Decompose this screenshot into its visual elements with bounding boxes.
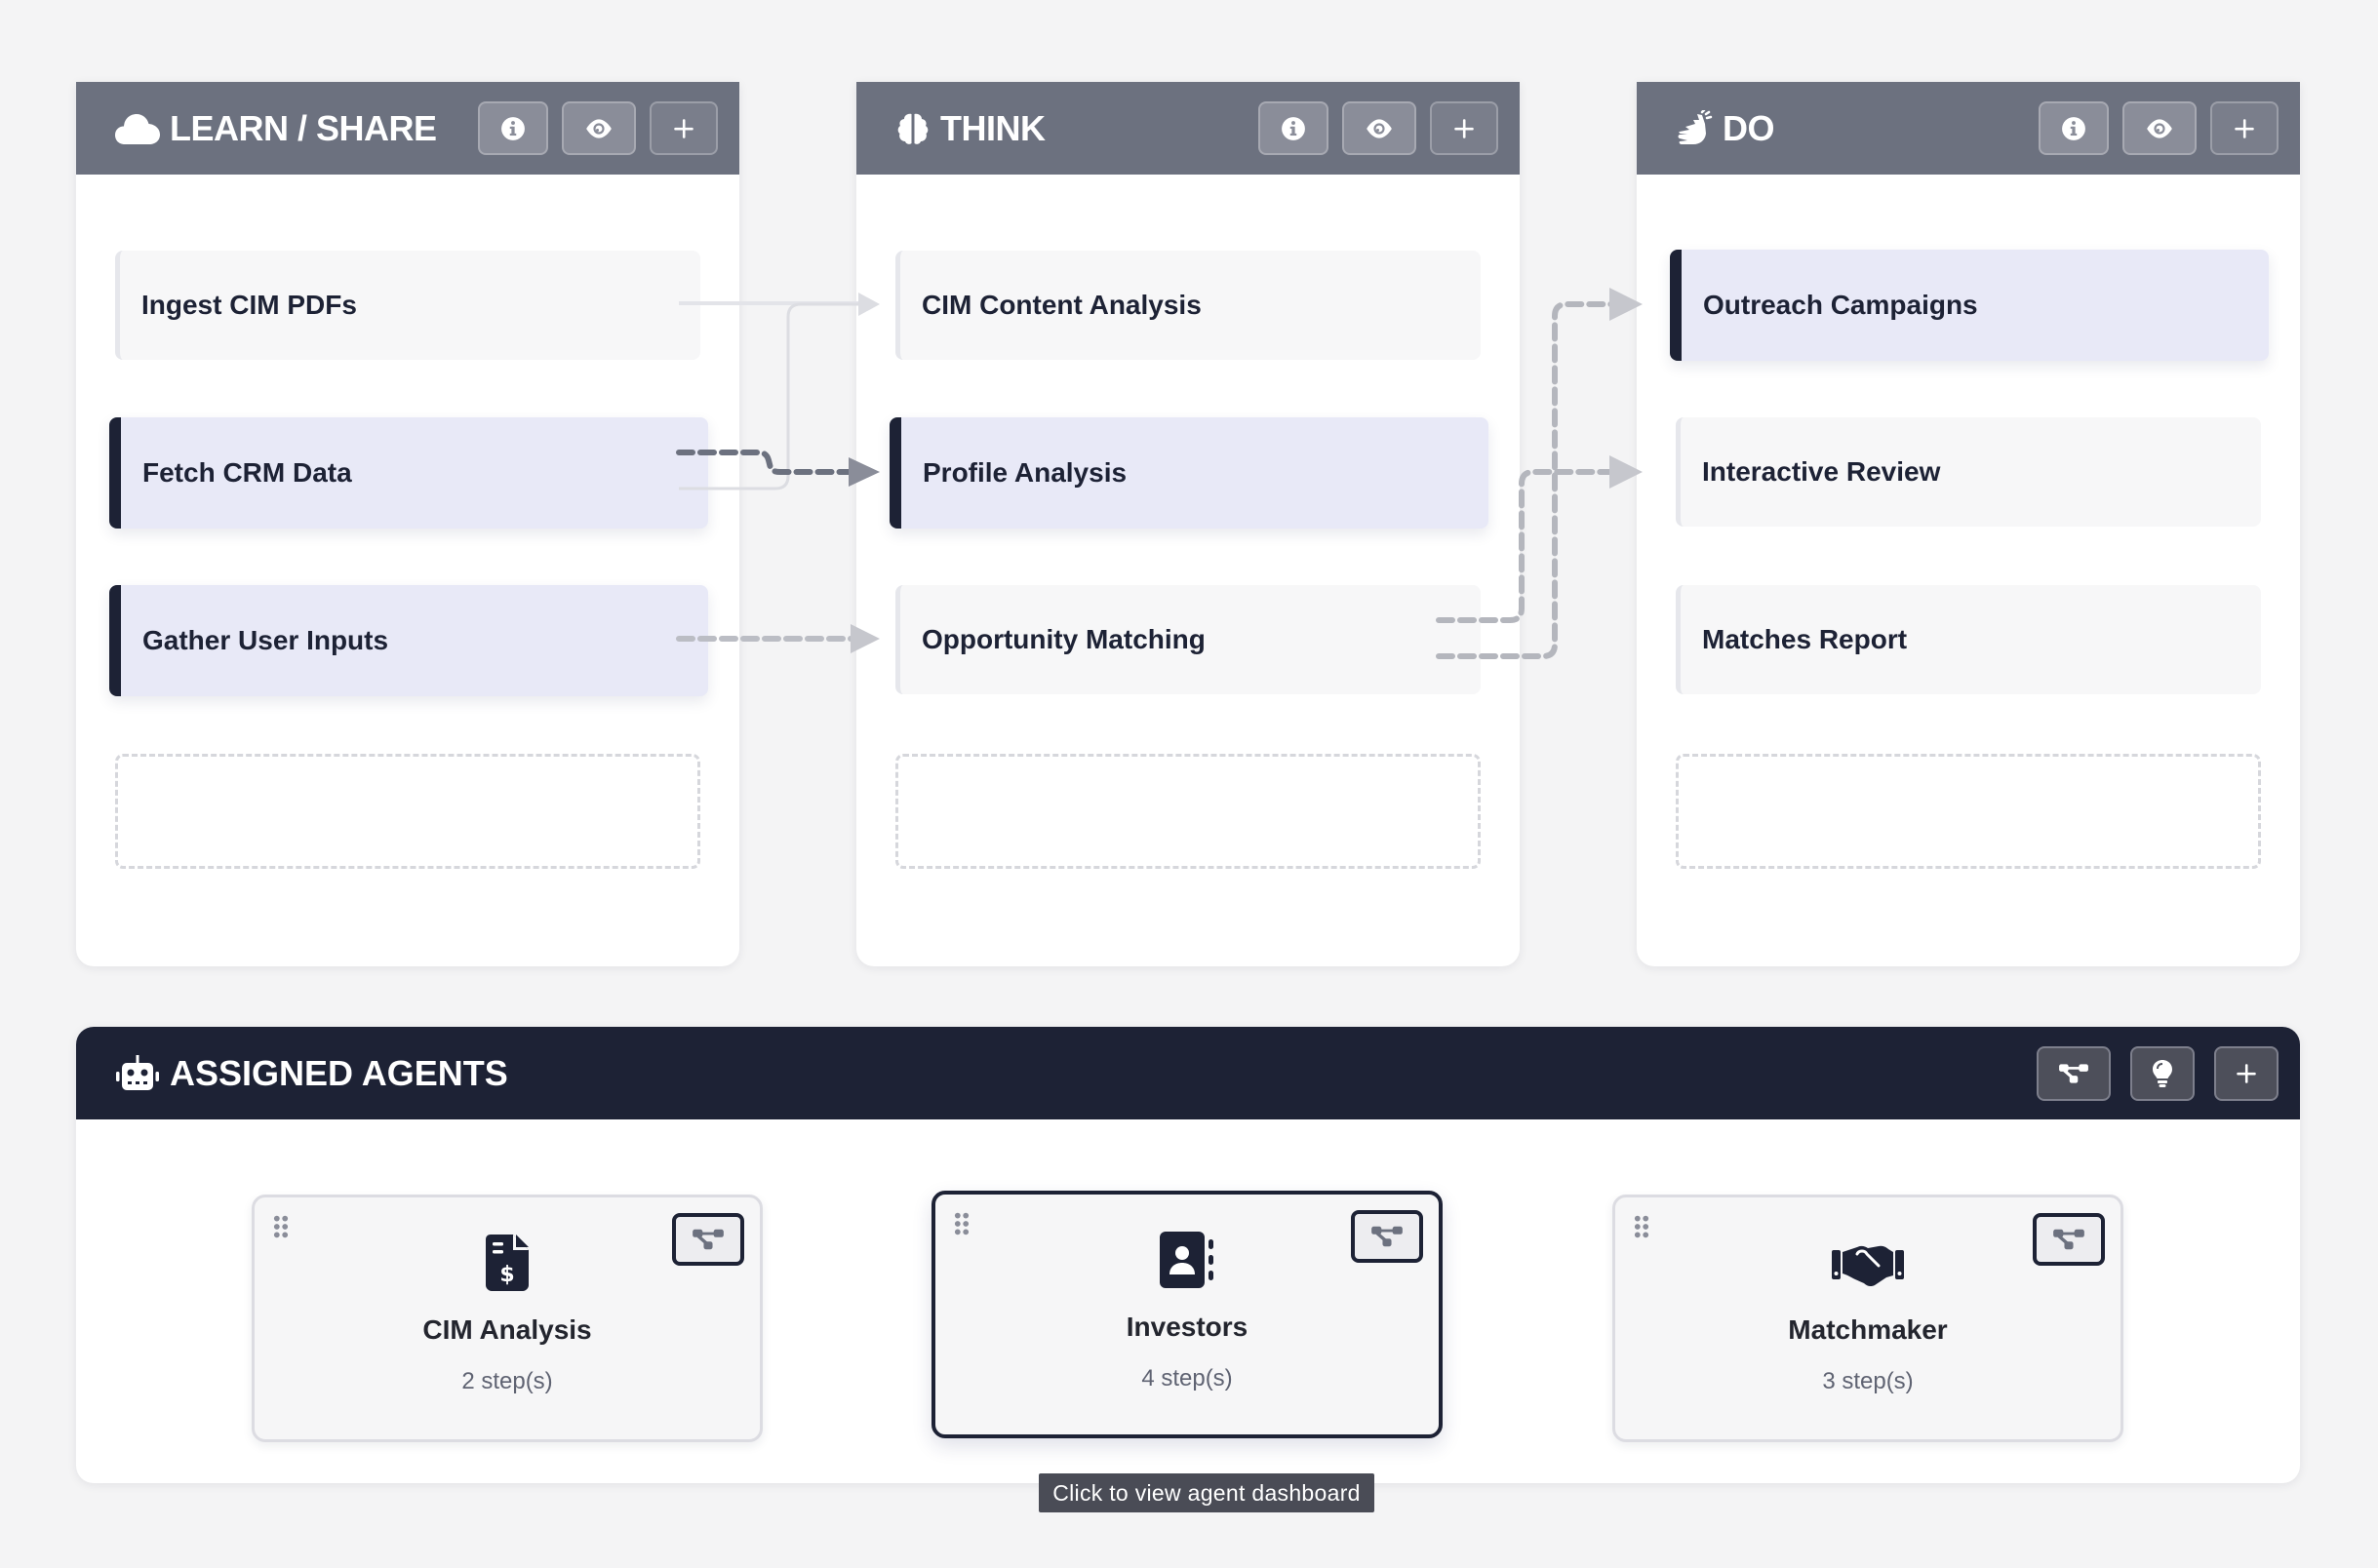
file-invoice-dollar-icon: $ (255, 1235, 760, 1291)
lightbulb-icon (2153, 1060, 2172, 1087)
step-item[interactable]: CIM Content Analysis (895, 251, 1481, 360)
plus-icon (2234, 1061, 2259, 1086)
add-step-button[interactable] (1430, 101, 1498, 155)
column-actions (478, 101, 718, 155)
plus-icon (1451, 116, 1477, 141)
column-title-text: THINK (940, 107, 1046, 148)
column-actions (2039, 101, 2279, 155)
step-label: Outreach Campaigns (1703, 290, 1978, 320)
step-item[interactable]: Fetch CRM Data (109, 417, 708, 529)
plus-icon (2232, 116, 2257, 141)
handshake-icon (1615, 1244, 2120, 1287)
agents-header: ASSIGNED AGENTS (76, 1027, 2300, 1119)
agents-actions (2037, 1046, 2279, 1101)
column-header: LEARN / SHARE (76, 82, 739, 175)
info-button[interactable] (1258, 101, 1328, 155)
step-label: Matches Report (1702, 624, 1908, 654)
add-step-button[interactable] (650, 101, 718, 155)
step-label: Fetch CRM Data (142, 457, 352, 488)
agent-card[interactable]: Investors 4 step(s) (931, 1191, 1443, 1438)
column-header: THINK (856, 82, 1520, 175)
address-book-icon (935, 1232, 1439, 1288)
eye-icon (584, 118, 614, 139)
step-label: Opportunity Matching (922, 624, 1206, 654)
step-label: Gather User Inputs (142, 625, 389, 655)
svg-text:$: $ (499, 1263, 514, 1287)
step-label: CIM Content Analysis (922, 290, 1202, 320)
agent-name: CIM Analysis (422, 1314, 592, 1345)
tooltip: Click to view agent dashboard (1039, 1473, 1374, 1512)
column-title: THINK (895, 108, 1046, 149)
info-button[interactable] (2039, 101, 2109, 155)
column-title: DO (1676, 107, 1775, 149)
cloud-icon (115, 113, 160, 144)
workflow-icon (2058, 1062, 2089, 1085)
agent-name: Matchmaker (1788, 1314, 1948, 1345)
agent-step-count: 2 step(s) (461, 1368, 553, 1394)
drag-handle-icon[interactable] (1633, 1215, 1650, 1243)
view-button[interactable] (2122, 101, 2197, 155)
empty-drop-zone[interactable] (1676, 754, 2261, 869)
eye-icon (2145, 118, 2174, 139)
agent-name: Investors (1126, 1312, 1248, 1342)
suggest-button[interactable] (2130, 1046, 2195, 1101)
info-icon (1281, 116, 1306, 141)
step-label: Ingest CIM PDFs (141, 290, 357, 320)
step-item[interactable]: Ingest CIM PDFs (115, 251, 700, 360)
agent-step-count: 4 step(s) (1141, 1365, 1233, 1392)
agent-card[interactable]: $ CIM Analysis 2 step(s) (252, 1195, 763, 1442)
column-think: THINK CIM Content Analysis Profile Analy… (856, 82, 1520, 966)
column-do: DO Outreach Campaigns Interactive Review… (1637, 82, 2300, 966)
column-header: DO (1637, 82, 2300, 175)
step-item[interactable]: Profile Analysis (890, 417, 1488, 529)
step-item[interactable]: Gather User Inputs (109, 585, 708, 696)
assigned-agents-panel: ASSIGNED AGENTS $ CIM Analysis 2 step(s)… (76, 1027, 2300, 1483)
robot-icon (116, 1054, 159, 1090)
agents-title-text: ASSIGNED AGENTS (170, 1052, 508, 1093)
step-label: Interactive Review (1702, 456, 1941, 487)
view-button[interactable] (1342, 101, 1416, 155)
column-title-text: DO (1723, 107, 1775, 148)
brain-icon (897, 113, 929, 144)
step-item[interactable]: Outreach Campaigns (1670, 250, 2269, 361)
empty-drop-zone[interactable] (115, 754, 700, 869)
agent-workflow-button[interactable] (672, 1213, 744, 1266)
add-step-button[interactable] (2210, 101, 2279, 155)
info-icon (500, 116, 526, 141)
step-item[interactable]: Interactive Review (1676, 417, 2261, 527)
column-actions (1258, 101, 1498, 155)
plus-icon (671, 116, 696, 141)
workflow-button[interactable] (2037, 1046, 2111, 1101)
hands-clapping-icon (1678, 109, 1713, 144)
column-learn-share: LEARN / SHARE Ingest CIM PDFs Fetch CRM … (76, 82, 739, 966)
step-item[interactable]: Matches Report (1676, 585, 2261, 694)
step-label: Profile Analysis (923, 457, 1128, 488)
agents-title: ASSIGNED AGENTS (115, 1053, 508, 1094)
column-title: LEARN / SHARE (115, 108, 437, 149)
step-item[interactable]: Opportunity Matching (895, 585, 1481, 694)
eye-icon (1365, 118, 1394, 139)
info-button[interactable] (478, 101, 548, 155)
view-button[interactable] (562, 101, 636, 155)
agent-workflow-button[interactable] (2033, 1213, 2105, 1266)
info-icon (2061, 116, 2086, 141)
agent-card[interactable]: Matchmaker 3 step(s) (1612, 1195, 2123, 1442)
empty-drop-zone[interactable] (895, 754, 1481, 869)
column-title-text: LEARN / SHARE (170, 107, 437, 148)
agent-step-count: 3 step(s) (1822, 1368, 1914, 1394)
agent-workflow-button[interactable] (1351, 1210, 1423, 1263)
add-agent-button[interactable] (2214, 1046, 2279, 1101)
